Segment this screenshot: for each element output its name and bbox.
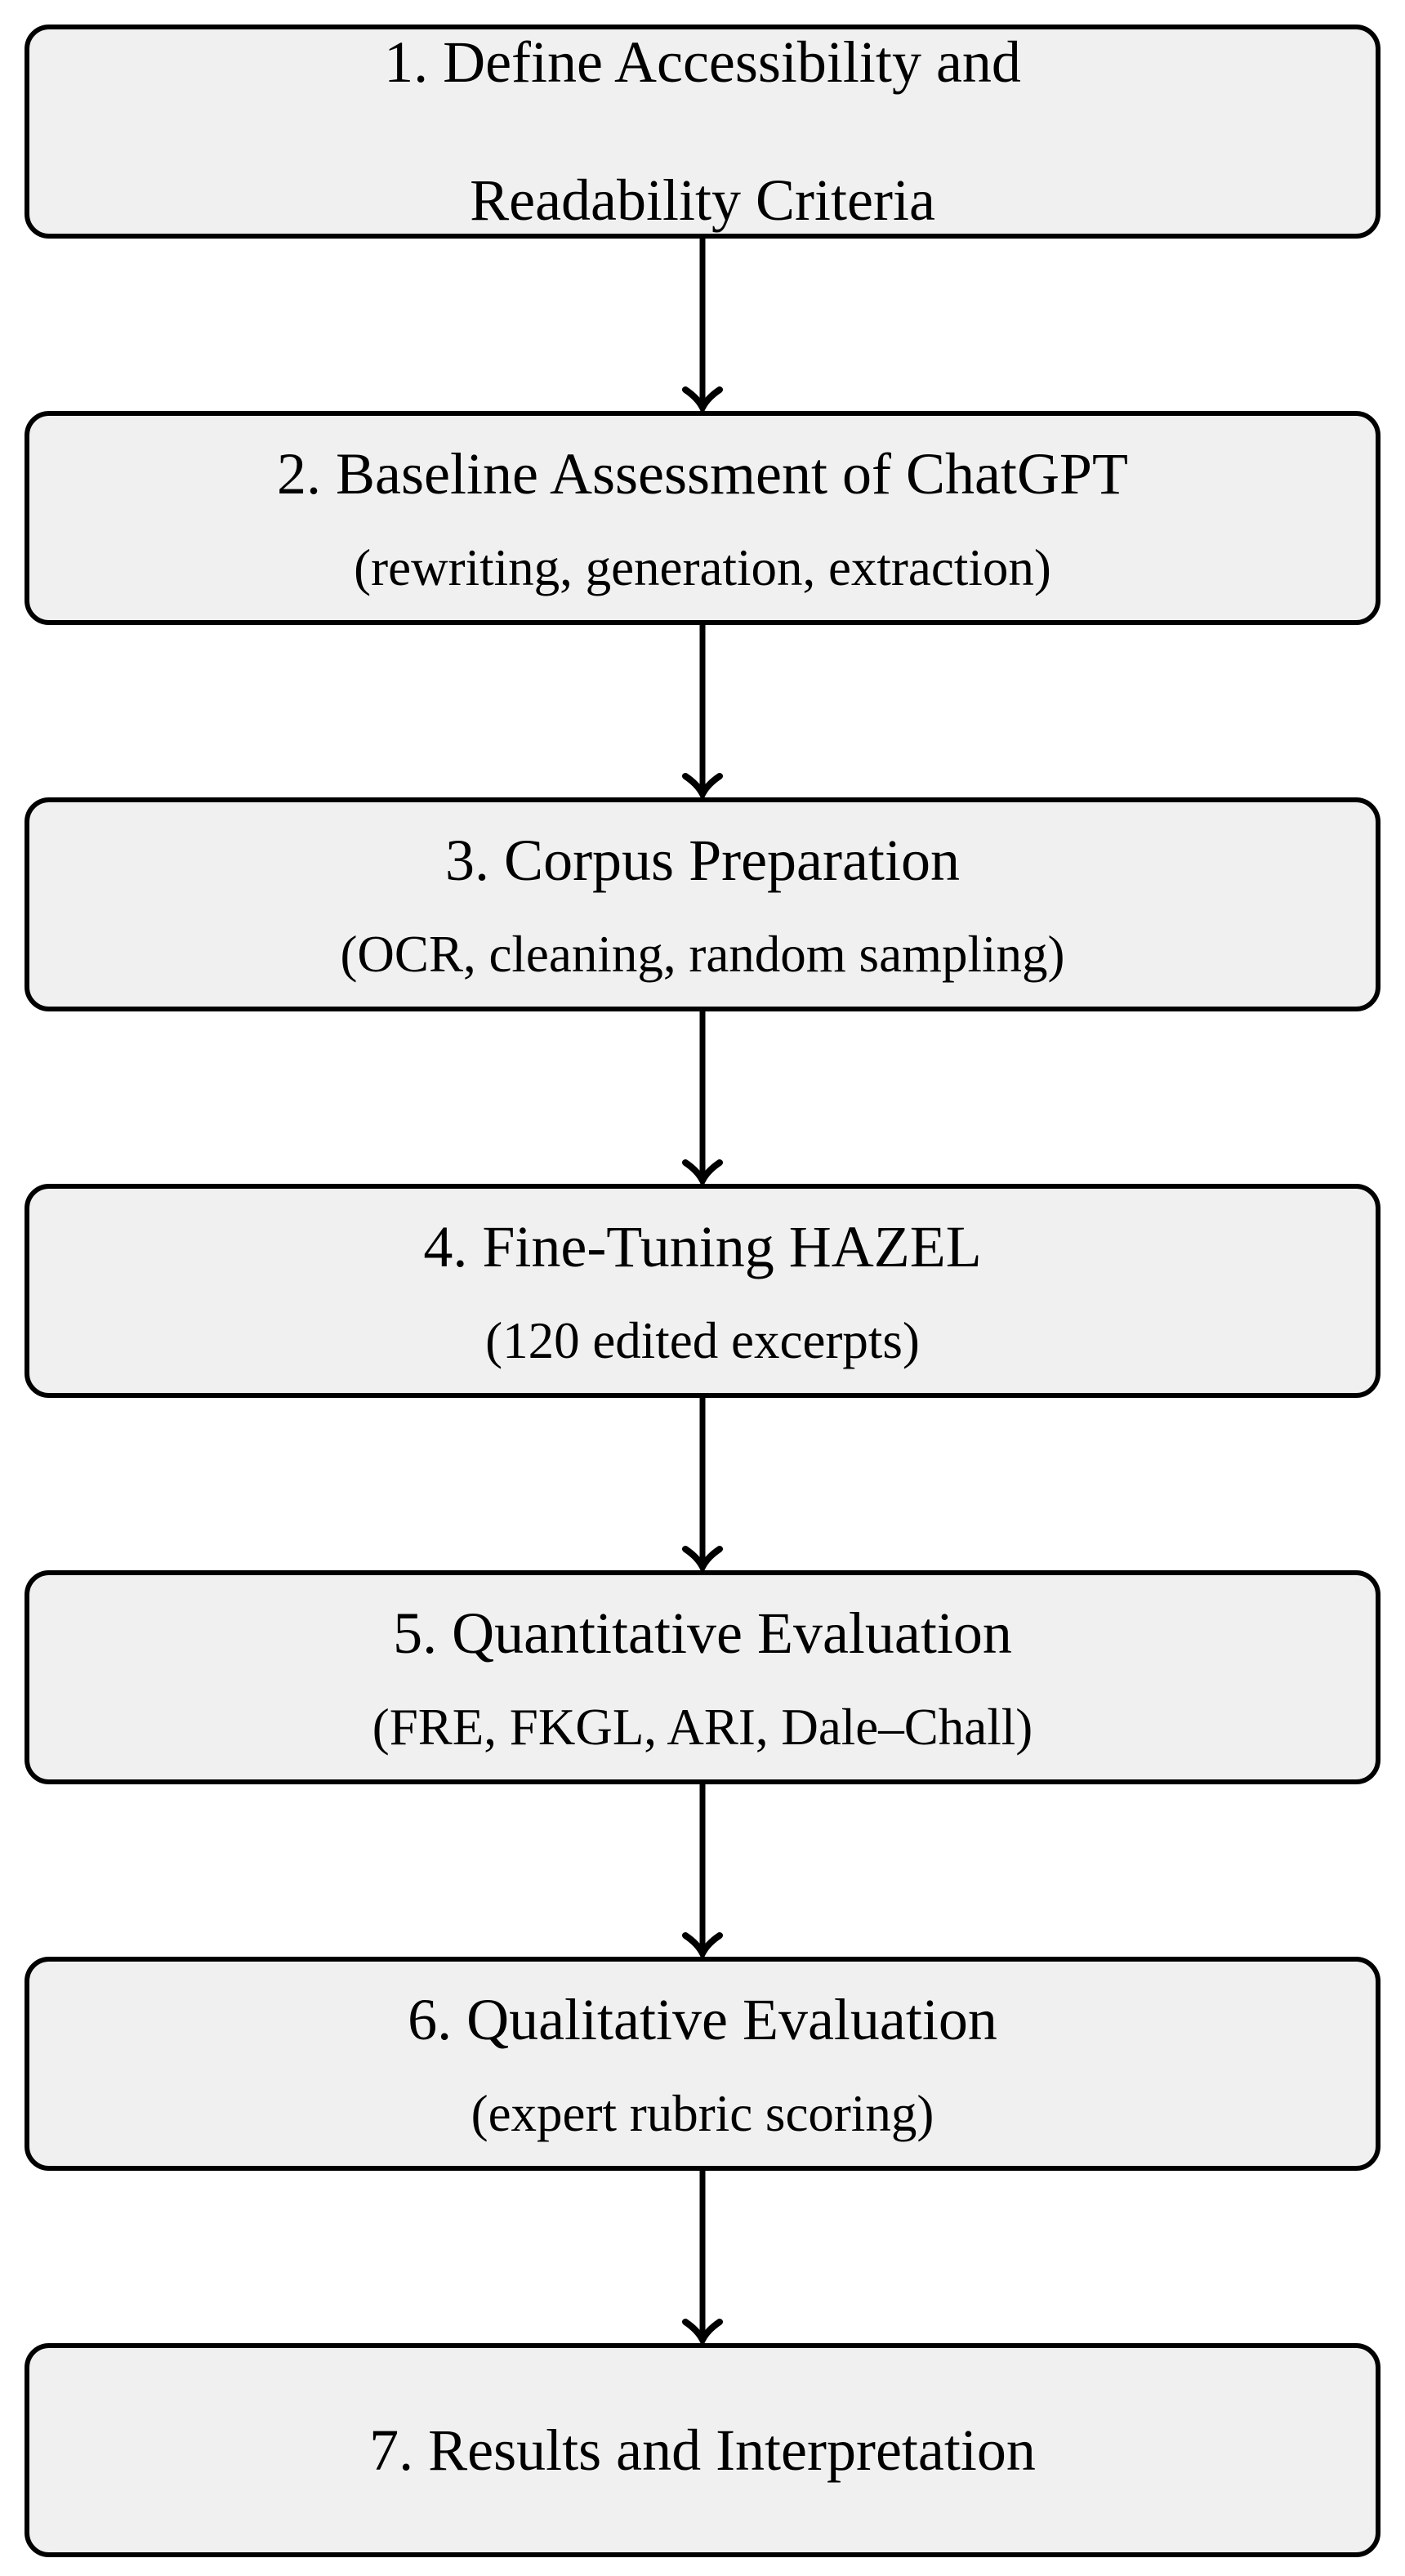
down-arrow-icon [682,239,723,411]
step-title-line: Readability Criteria [470,167,935,234]
flow-step-4: 4. Fine-Tuning HAZEL (120 edited excerpt… [25,1184,1380,1398]
flow-step-3: 3. Corpus Preparation (OCR, cleaning, ra… [25,797,1380,1011]
arrow-head [682,1546,723,1570]
flow-step-6: 6. Qualitative Evaluation (expert rubric… [25,1957,1380,2171]
arrow-head [682,1159,723,1184]
arrow-head [682,2319,723,2343]
step-title: 7. Results and Interpretation [369,2417,1036,2483]
step-title: 2. Baseline Assessment of ChatGPT [277,440,1128,507]
down-arrow-icon [682,1784,723,1957]
arrow-head [682,773,723,797]
arrow-head [682,1932,723,1957]
step-subtitle: (expert rubric scoring) [471,2084,934,2142]
step-subtitle: (OCR, cleaning, random sampling) [340,925,1065,983]
down-arrow-icon [682,1011,723,1184]
step-title-line: 1. Define Accessibility and [384,29,1021,95]
flow-step-2: 2. Baseline Assessment of ChatGPT (rewri… [25,411,1380,625]
step-title: 1. Define Accessibility and Readability … [384,0,1021,305]
step-title: 5. Quantitative Evaluation [393,1600,1012,1666]
step-subtitle: (rewriting, generation, extraction) [354,538,1051,596]
down-arrow-icon [682,625,723,797]
down-arrow-icon [682,1398,723,1570]
flow-step-1: 1. Define Accessibility and Readability … [25,25,1380,239]
flow-step-7: 7. Results and Interpretation [25,2343,1380,2557]
step-title: 4. Fine-Tuning HAZEL [423,1213,982,1279]
step-title: 6. Qualitative Evaluation [408,1986,997,2052]
arrow-head [682,386,723,411]
step-title: 3. Corpus Preparation [445,827,960,893]
step-subtitle: (FRE, FKGL, ARI, Dale–Chall) [372,1698,1033,1756]
down-arrow-icon [682,2171,723,2343]
flow-step-5: 5. Quantitative Evaluation (FRE, FKGL, A… [25,1570,1380,1784]
step-subtitle: (120 edited excerpts) [485,1311,920,1369]
